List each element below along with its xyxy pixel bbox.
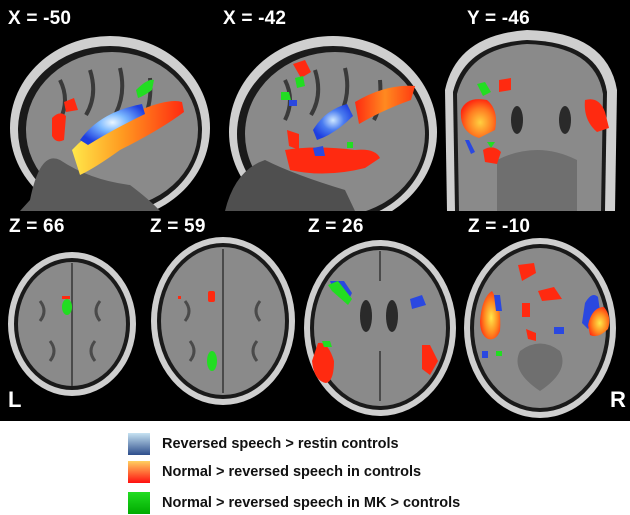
- panel-axial-z-10: Z = -10 R: [460, 211, 630, 421]
- brain-coronal-image: [445, 30, 617, 211]
- legend-label: Reversed speech > restin controls: [162, 436, 399, 452]
- panel-coronal-y-46: Y = -46: [437, 0, 630, 211]
- panel-axial-z59: Z = 59: [145, 211, 300, 421]
- slice-label: X = -42: [223, 8, 287, 29]
- panel-sagittal-x-42: X = -42: [215, 0, 437, 211]
- slice-label: Z = 66: [9, 216, 65, 237]
- slice-label: X = -50: [8, 8, 72, 29]
- legend-label: Normal > reversed speech in controls: [162, 464, 422, 480]
- blue-gradient-swatch-icon: [128, 433, 150, 455]
- brain-axial-image: [8, 252, 136, 396]
- slice-label: Z = 59: [150, 216, 206, 237]
- brain-sagittal-image: [10, 36, 210, 211]
- brain-axial-image: [151, 237, 295, 405]
- hot-gradient-swatch-icon: [128, 461, 150, 483]
- legend-item-normal-vs-reversed-controls: Normal > reversed speech in controls: [128, 461, 421, 483]
- right-orientation-label: R: [610, 387, 626, 412]
- panel-axial-z26: Z = 26: [300, 211, 460, 421]
- slice-label: Z = -10: [468, 216, 531, 237]
- legend-label: Normal > reversed speech in MK > control…: [162, 495, 461, 511]
- green-swatch-icon: [128, 492, 150, 514]
- slice-label: Y = -46: [467, 8, 530, 29]
- legend-item-normal-vs-reversed-mk: Normal > reversed speech in MK > control…: [128, 492, 460, 514]
- panel-axial-z66: Z = 66 L: [0, 211, 145, 421]
- legend-item-reversed-vs-rest: Reversed speech > restin controls: [128, 433, 399, 455]
- brain-sagittal-image: [225, 36, 437, 211]
- brain-figure: X = -50 X = -42: [0, 0, 630, 421]
- brain-axial-image: [304, 240, 456, 416]
- brain-axial-image: [464, 238, 616, 418]
- panel-sagittal-x-50: X = -50: [0, 0, 215, 211]
- left-orientation-label: L: [8, 387, 22, 412]
- slice-label: Z = 26: [308, 216, 364, 237]
- legend: Reversed speech > restin controls Normal…: [0, 421, 630, 515]
